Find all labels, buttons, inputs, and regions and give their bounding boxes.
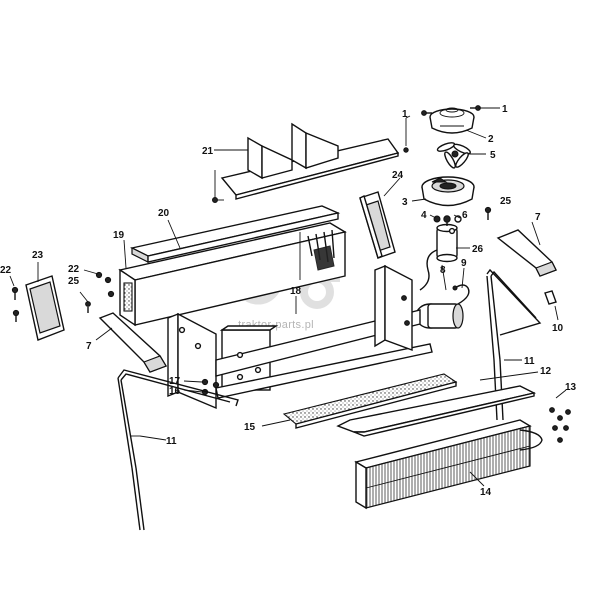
callout-18: 18: [290, 286, 302, 297]
part-10-clip: [544, 290, 557, 305]
callout-22: 22: [0, 265, 12, 276]
callout-labels: 1 1 2 3 4 5 6 7 7 8 9 10 11 11 12 13 14 …: [0, 104, 577, 498]
callout-10: 10: [552, 323, 564, 334]
callout-19: 19: [113, 230, 125, 241]
callout-12: 12: [540, 366, 552, 377]
leader-lines: [9, 107, 567, 487]
callout-3: 3: [402, 197, 408, 208]
callout-23: 23: [32, 250, 44, 261]
part-5-fan-blade: [436, 142, 471, 169]
part-13-fittings: [549, 407, 571, 443]
part-25-screw-left: [85, 301, 91, 313]
callout-1: 1: [502, 104, 508, 115]
callout-17: 17: [169, 376, 181, 387]
callout-15: 15: [244, 422, 256, 433]
callout-24: 24: [392, 170, 404, 181]
callout-7: 7: [535, 212, 541, 223]
part-2-blower-cover: [429, 107, 475, 134]
part-17-screw: [201, 378, 220, 389]
part-7-strip-left: [98, 312, 168, 373]
callout-4: 4: [421, 210, 427, 221]
callout-20: 20: [158, 208, 170, 219]
callout-7b: 7: [86, 341, 92, 352]
callout-25b: 25: [68, 276, 80, 287]
callout-11: 11: [524, 356, 535, 367]
callout-25: 25: [500, 196, 512, 207]
callout-16: 16: [169, 386, 181, 397]
callout-8: 8: [440, 265, 446, 276]
callout-26: 26: [472, 244, 484, 255]
part-11-rod-left: [117, 369, 239, 531]
part-26-motor: [419, 218, 458, 291]
part-23-side-pad: [25, 275, 65, 341]
part-22-screws-left: [11, 271, 115, 322]
part-11-rod-right: [486, 268, 542, 421]
part-6-washer: [448, 227, 456, 235]
callout-22b: 22: [68, 264, 80, 275]
part-14-condenser-coil: [354, 419, 543, 510]
callout-9: 9: [461, 258, 467, 269]
part-25-screw-right: [484, 206, 492, 220]
part-19-evaporator-box: [118, 222, 347, 327]
part-7-strip-right: [496, 229, 557, 277]
callout-13: 13: [565, 382, 577, 393]
callout-1b: 1: [402, 109, 408, 120]
part-20-top-channel: [129, 205, 341, 263]
part-21-partition-panel: [212, 122, 400, 203]
callout-5: 5: [490, 150, 496, 161]
part-15-filter-screen: [282, 373, 458, 429]
part-9-wire-harness: [452, 284, 470, 305]
callout-6: 6: [462, 210, 468, 221]
part-24-bracket: [359, 191, 396, 259]
callout-21: 21: [202, 146, 214, 157]
callout-11b: 11: [166, 436, 177, 447]
part-3-blower-housing: [421, 176, 475, 207]
part-12-cover-plate: [336, 385, 537, 437]
callout-2: 2: [488, 134, 494, 145]
callout-14: 14: [480, 487, 492, 498]
